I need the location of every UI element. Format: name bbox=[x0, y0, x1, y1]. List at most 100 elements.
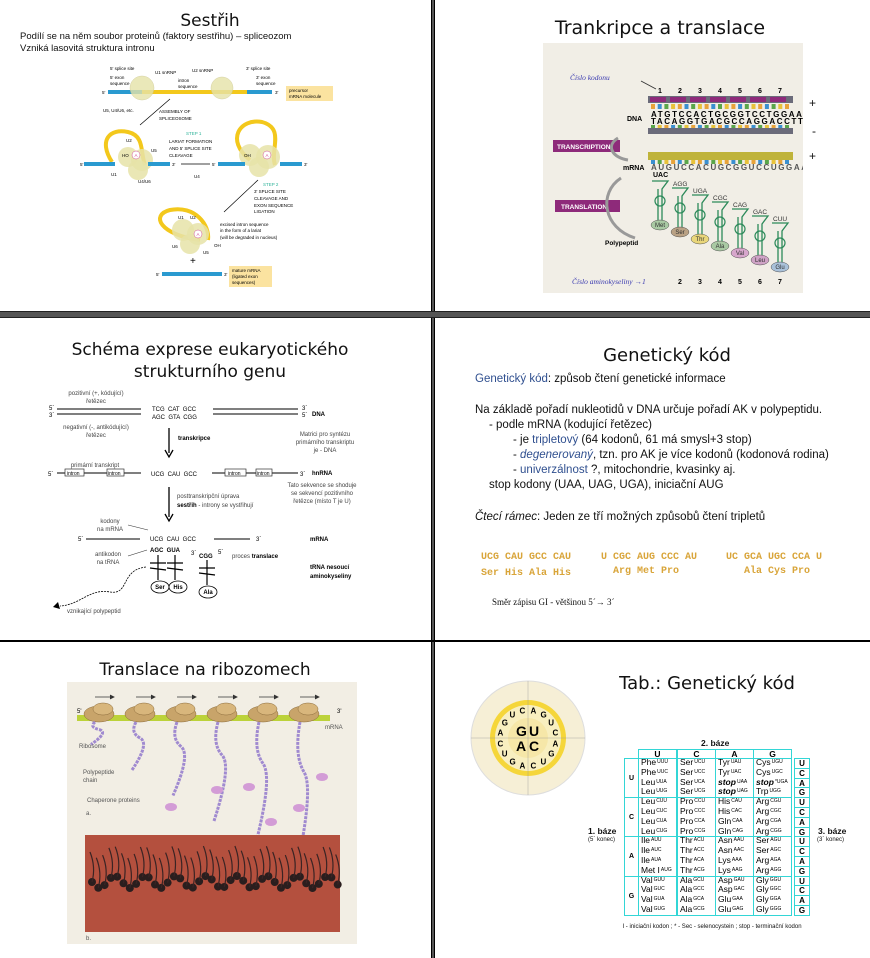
codon: ACA bbox=[693, 856, 705, 863]
micrograph-chain bbox=[272, 851, 277, 883]
wheel-base: U bbox=[548, 718, 554, 727]
base-bar bbox=[684, 160, 689, 164]
svg-text:Ribosome: Ribosome bbox=[79, 744, 107, 750]
amino-acid: Ser bbox=[756, 845, 770, 856]
base-bar bbox=[778, 125, 783, 129]
svg-text:U5: U5 bbox=[151, 148, 157, 153]
svg-text:U5: U5 bbox=[203, 250, 209, 255]
svg-text:U4/U6: U4/U6 bbox=[138, 179, 151, 184]
svg-text:3' exon: 3' exon bbox=[256, 75, 271, 80]
anticodon: CAG bbox=[733, 202, 747, 209]
svg-text:Polypeptide: Polypeptide bbox=[83, 770, 115, 776]
ribosome-subunit bbox=[297, 702, 319, 716]
micrograph-ribosome bbox=[251, 882, 260, 891]
base-bar bbox=[718, 125, 722, 129]
svg-text:transkripce: transkripce bbox=[178, 436, 211, 442]
micrograph-chain bbox=[278, 857, 284, 888]
svg-text:řetězce (místo T je U): řetězce (místo T je U) bbox=[293, 499, 350, 505]
trna-loop bbox=[694, 209, 706, 221]
micrograph-ribosome bbox=[314, 879, 323, 888]
wheel-base: C bbox=[552, 729, 558, 738]
codon-entry: GlyGGG bbox=[756, 904, 781, 915]
codon-entry: AlaGCC bbox=[680, 885, 704, 895]
codon-entry: LeuCUU bbox=[641, 798, 667, 807]
polypeptide-chain bbox=[130, 721, 146, 771]
text-line: - univerzálnost ?, mitochondrie, kvasink… bbox=[513, 464, 736, 476]
codon: GGC bbox=[769, 886, 782, 893]
arrowhead-icon bbox=[232, 694, 238, 700]
polysome-figure: 5' 3' mRNA Ribosome Polypeptide chain Ch… bbox=[67, 682, 357, 944]
codon-entry: ProCCG bbox=[680, 826, 705, 837]
amino-acid-val bbox=[730, 247, 750, 259]
slide-title: Trankripce a translace bbox=[554, 17, 766, 39]
codon-entry: TyrUAU bbox=[718, 759, 741, 768]
svg-text:U2 snRNP: U2 snRNP bbox=[192, 68, 213, 73]
svg-text:(will be degraded in nucleus): (will be degraded in nucleus) bbox=[220, 235, 278, 240]
codon-entry: ThrACG bbox=[680, 865, 705, 876]
micrograph-chain bbox=[221, 856, 227, 888]
micrograph-chain bbox=[284, 854, 290, 886]
polypeptide-chain bbox=[212, 721, 228, 822]
base-bar bbox=[664, 160, 669, 164]
svg-text:U1: U1 bbox=[111, 172, 117, 177]
svg-text:UCG CAU GCC: UCG CAU GCC bbox=[151, 472, 198, 478]
codon-number: 6 bbox=[758, 88, 762, 95]
svg-text:DNA: DNA bbox=[312, 412, 326, 418]
codon: UCU bbox=[694, 759, 706, 765]
aa-number: 7 bbox=[778, 279, 782, 286]
svg-text:antikodon: antikodon bbox=[95, 552, 121, 558]
codon: AAC bbox=[733, 847, 744, 854]
slide-title: Sestřih bbox=[180, 11, 240, 31]
base-bar bbox=[744, 160, 749, 164]
micrograph-chain bbox=[95, 857, 101, 888]
codon: CUG bbox=[656, 827, 668, 834]
amino-acid: His bbox=[718, 797, 731, 807]
svg-text:posttranskripční úprava: posttranskripční úprava bbox=[177, 494, 240, 500]
micrograph-chain bbox=[322, 846, 328, 878]
codon: UAG bbox=[736, 788, 748, 795]
micrograph-chain bbox=[215, 856, 221, 887]
first-base-label: U bbox=[624, 758, 639, 799]
micrograph-ribosome bbox=[169, 872, 178, 881]
svg-text:je - DNA: je - DNA bbox=[313, 448, 337, 454]
codon: CCA bbox=[694, 817, 705, 824]
micrograph-chain bbox=[291, 847, 296, 879]
wheel-base: U bbox=[541, 757, 547, 766]
amino-acid: Arg bbox=[756, 815, 770, 826]
codon: CGG bbox=[770, 827, 782, 834]
svg-text:A: A bbox=[197, 232, 200, 237]
base-bar bbox=[691, 125, 696, 129]
codon: AGC bbox=[770, 847, 782, 854]
codon-entry: LeuCUA bbox=[641, 816, 667, 827]
codon-box bbox=[770, 97, 786, 102]
svg-text:TRANSLATION: TRANSLATION bbox=[561, 204, 607, 211]
svg-text:5': 5' bbox=[102, 90, 106, 95]
codon-entry: IleAUC bbox=[641, 845, 662, 856]
wheel-base: G bbox=[502, 718, 508, 727]
gene-expression-diagram: pozitivní (+, kódující) řetězec 5´3´ 3´5… bbox=[48, 391, 357, 615]
ribosome-subunit bbox=[133, 702, 155, 716]
definition: Genetický kód: způsob čtení genetické in… bbox=[475, 373, 726, 385]
codon-entry: GluGAG bbox=[718, 904, 743, 915]
base-bar bbox=[785, 125, 789, 129]
base-bar bbox=[697, 104, 702, 109]
codon-entry: SerAGC bbox=[756, 845, 782, 856]
amino-acid-ser bbox=[670, 226, 690, 238]
codon-entry: SerUCU bbox=[680, 759, 706, 768]
micrograph-chain bbox=[316, 853, 321, 885]
codon-entry: SerUCC bbox=[680, 767, 705, 778]
amino-acid: Met I bbox=[641, 864, 660, 875]
trna-val: CAG Val bbox=[730, 202, 750, 259]
base-bar bbox=[677, 125, 682, 129]
svg-text:3´: 3´ bbox=[256, 537, 261, 543]
amino-acid: Thr bbox=[680, 845, 693, 856]
ribosome-subunit bbox=[92, 702, 114, 716]
trna-stem bbox=[712, 201, 730, 241]
amino-acid-label: Val bbox=[736, 251, 744, 257]
codon-entry: ThrACC bbox=[680, 845, 704, 856]
codon-number: 4 bbox=[718, 88, 722, 95]
